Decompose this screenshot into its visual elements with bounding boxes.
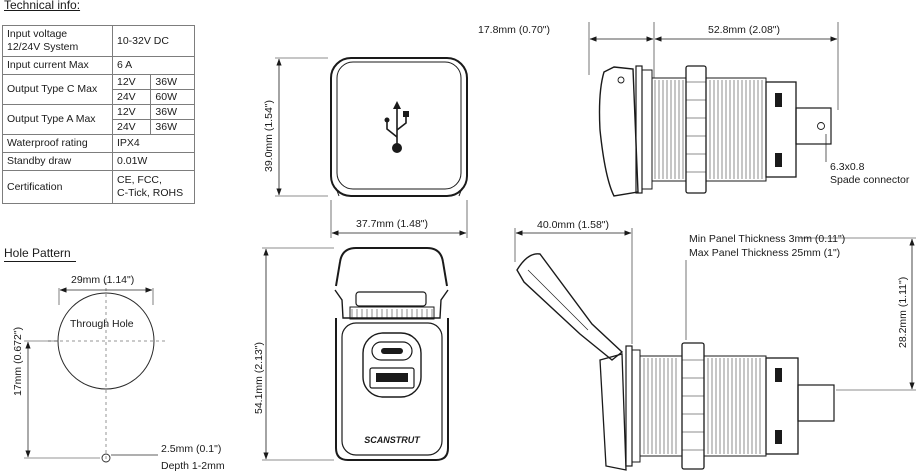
side-open-lid [516,253,624,361]
spec-voltage: 24V [111,119,152,135]
body-rear [703,355,767,457]
thread-lines [654,80,684,179]
front-width-label: 37.7mm (1.48") [356,218,428,230]
spec-watts: 36W [150,104,195,120]
thread-lines [709,80,763,179]
hole-width-label: 29mm (1.14") [71,274,134,286]
terminal-clip [775,430,782,444]
panel-plate [641,69,653,190]
body-rear [705,77,767,182]
spade-connector [795,107,832,145]
side-lid [598,66,639,197]
spec-label-type-c: Output Type C Max [2,74,113,105]
hole-height-label: 17mm (0.672") [12,327,24,396]
rear-depth-label: 52.8mm (2.08") [708,24,780,36]
min-panel-label: Min Panel Thickness 3mm (0.11") [689,233,845,245]
usb-a-contact [376,373,408,382]
small-hole-label: 2.5mm (0.1") [161,443,221,455]
open-bezel [599,353,627,471]
open-view-drawing [262,247,449,461]
lock-nut [685,65,707,194]
body-front [651,77,687,182]
socket-recess [362,332,422,398]
hinge-bar [349,306,435,320]
hinge-ears [335,187,463,197]
spade-connector-label: Spade connector [830,174,910,186]
hole-pattern-title: Hole Pattern [4,246,76,262]
front-depth-label: 17.8mm (0.70") [478,24,550,36]
through-hole-label: Through Hole [70,318,134,330]
socket-face [341,322,443,456]
spec-row-standby: Standby draw 0.01W [2,152,195,171]
hole-pattern-title-text: Hole Pattern [4,246,71,260]
lid-pivot [617,76,625,84]
locating-hole [101,453,111,463]
spec-row-input-voltage: Input voltage 12/24V System 10-32V DC [2,25,195,57]
depth-label: Depth 1-2mm [161,460,225,472]
spec-value-input-voltage: 10-32V DC [112,25,195,57]
inner-cover [336,61,462,190]
spec-row-type-a-12v: Output Type A Max 12V 36W [2,104,195,135]
spec-voltage: 12V [111,104,152,120]
spec-watts: 36W [150,74,195,90]
usb-a-port [369,367,415,389]
hinge-ribs [351,309,433,318]
open-height-label: 54.1mm (2.13") [253,342,265,414]
brand-logo: SCANSTRUT [364,435,421,445]
spade-connector [797,384,835,422]
spec-row-certification: Certification CE, FCC, C-Tick, ROHS [2,170,195,204]
usb-c-contact [381,348,403,354]
spec-label-certification: Certification [2,170,113,204]
lid-depth-label: 40.0mm (1.58") [537,219,609,231]
spec-label-line: 12/24V System [7,41,79,53]
spec-label-type-a: Output Type A Max [2,104,113,135]
lid-hinge-arm [334,289,449,319]
spec-row-type-a-24v: 24V 36W [3,119,195,135]
open-body-outline [335,318,449,461]
hole-pattern-underline [4,261,76,262]
outer-bezel [330,57,468,197]
spade-size-label: 6.3x0.8 [830,161,865,173]
terminal-clip [775,153,782,167]
spec-value-line: C-Tick, ROHS [117,187,184,199]
technical-info-title: Technical info: [4,0,81,12]
spec-value-waterproof: IPX4 [112,134,195,153]
front-height-label: 39.0mm (1.54") [263,100,275,172]
nut-ridges [682,359,704,451]
hole-pattern-drawing [24,282,166,463]
front-view-drawing [275,57,468,238]
spec-table: Input voltage 12/24V System 10-32V DC In… [2,25,195,204]
side-height-label: 28.2mm (1.11") [897,277,909,348]
bezel-flange [625,345,633,467]
spec-label-line: Input voltage [7,28,68,40]
panel-plate [631,349,641,463]
nut-ridges [686,81,706,173]
open-lid-top [335,247,448,287]
spec-row-type-c-12v: Output Type C Max 12V 36W [2,74,195,105]
thread-lines [643,358,677,454]
thread-lines [707,358,761,454]
max-panel-label: Max Panel Thickness 25mm (1") [689,247,840,259]
body-front [639,355,683,457]
terminal-clip [775,93,782,107]
usb-c-port [371,341,413,361]
terminal-clip [775,368,782,382]
lid-latch [355,291,427,307]
lid-edge-line [527,269,589,331]
side-open-view-drawing [514,228,916,471]
spec-value-line: CE, FCC, [117,174,162,186]
usb-symbol-icon [384,101,409,153]
spade-hole [817,122,825,130]
spec-value-certification: CE, FCC, C-Tick, ROHS [112,170,195,204]
side-view-drawing [588,22,839,197]
